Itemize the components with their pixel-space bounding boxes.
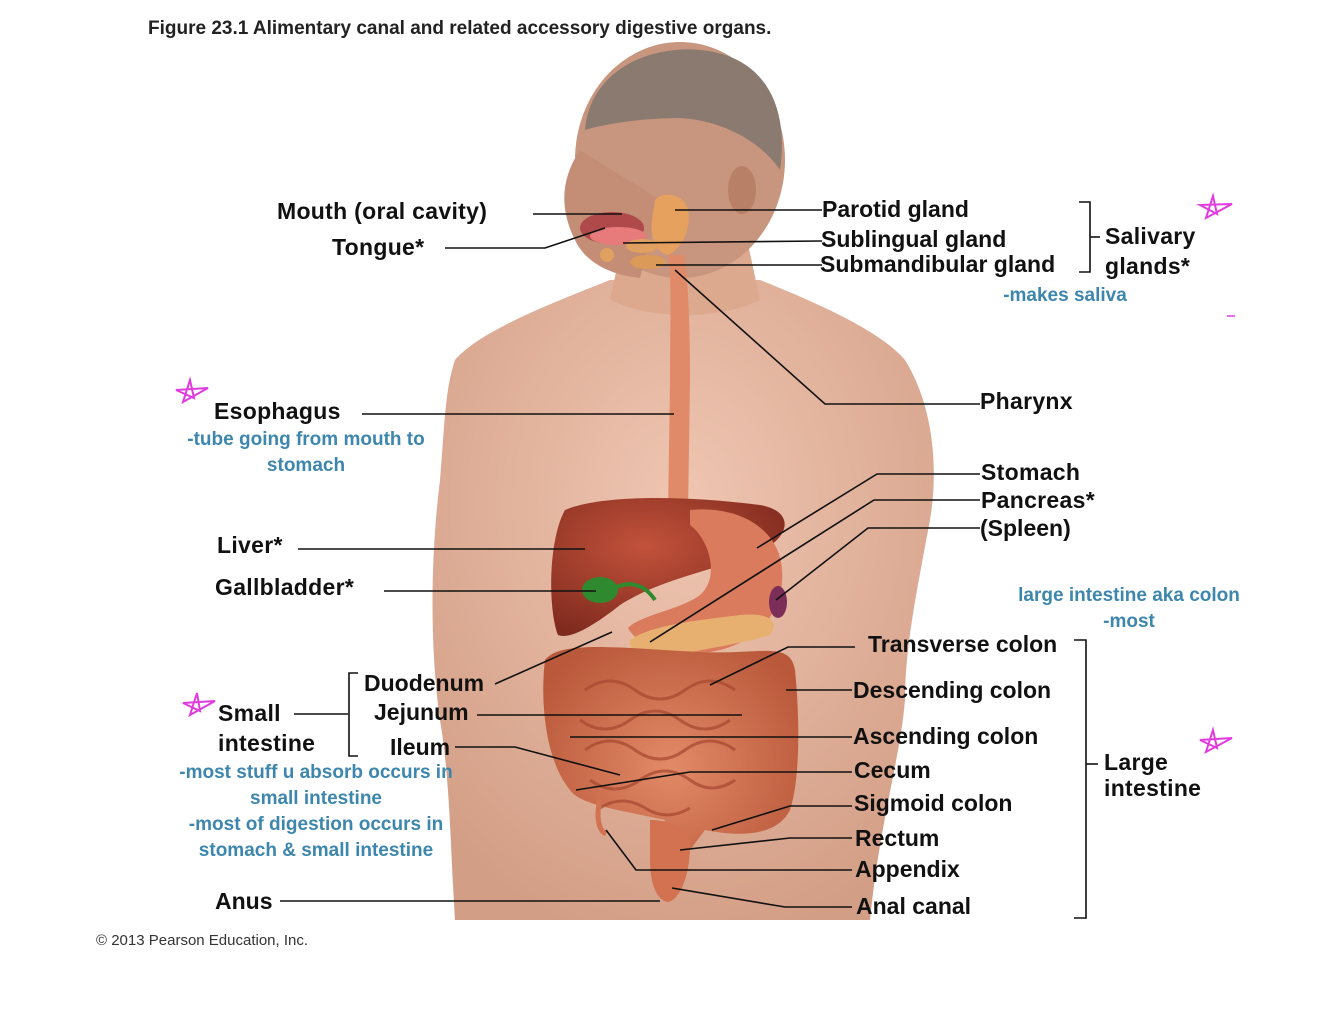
label-salivary-glands: glands* (1105, 253, 1191, 279)
submandibular-shape (630, 255, 666, 269)
label-ascending-colon: Ascending colon (853, 723, 1039, 749)
large-intestine-shape (543, 647, 799, 886)
label-stomach: Stomach (981, 459, 1081, 485)
star-esophagus (175, 376, 209, 405)
hair (585, 49, 782, 170)
label-ileum: Ileum (390, 734, 451, 760)
copyright: © 2013 Pearson Education, Inc. (96, 932, 309, 949)
label-sublingual: Sublingual gland (821, 226, 1007, 252)
esophagus-tube (668, 255, 690, 515)
annotation-stars (175, 192, 1233, 755)
label-cecum: Cecum (854, 757, 931, 783)
label-submandibular: Submandibular gland (820, 251, 1056, 277)
label-pancreas: Pancreas* (981, 487, 1095, 513)
note-small-intestine-3: -most of digestion occurs in (188, 814, 444, 835)
label-sigmoid-colon: Sigmoid colon (854, 790, 1013, 816)
note-large-intestine-1: large intestine aka colon (1018, 585, 1240, 606)
label-duodenum: Duodenum (364, 670, 485, 696)
label-mouth: Mouth (oral cavity) (277, 198, 488, 224)
note-large-intestine-2: -most (1103, 611, 1155, 632)
bile-duct (614, 582, 657, 602)
figure-title: Figure 23.1 Alimentary canal and related… (148, 18, 772, 39)
star-small-intestine (182, 692, 216, 718)
note-small-intestine-1: -most stuff u absorb occurs in (179, 762, 453, 783)
label-large: Large (1104, 749, 1169, 775)
label-anal-canal: Anal canal (856, 893, 972, 919)
label-salivary: Salivary (1105, 223, 1196, 249)
pancreas-shape (630, 614, 774, 662)
gland-small (600, 248, 614, 262)
label-appendix: Appendix (855, 856, 960, 882)
label-liver: Liver* (217, 532, 283, 558)
spleen-shape (769, 586, 787, 618)
label-spleen: (Spleen) (980, 515, 1071, 541)
star-salivary (1196, 192, 1233, 221)
label-large-intestine: intestine (1104, 775, 1202, 801)
sublingual-shape (626, 239, 658, 253)
note-esophagus-1: -tube going from mouth to (187, 429, 425, 450)
label-esophagus: Esophagus (214, 398, 341, 424)
note-makes-saliva: -makes saliva (1003, 285, 1127, 306)
tongue-shape (590, 227, 646, 245)
leader-lines (280, 201, 1100, 919)
note-esophagus-2: stomach (266, 455, 346, 476)
appendix-shape (595, 799, 608, 837)
small-intestine-coils (579, 679, 736, 817)
note-small-intestine-4: stomach & small intestine (198, 840, 434, 861)
gallbladder-shape (582, 577, 618, 603)
label-rectum: Rectum (855, 825, 940, 851)
label-jejunum: Jejunum (374, 699, 469, 725)
label-small-intestine: intestine (218, 730, 316, 756)
star-large-intestine (1199, 726, 1233, 755)
label-transverse-colon: Transverse colon (868, 631, 1058, 657)
label-anus: Anus (215, 888, 273, 914)
label-tongue: Tongue* (332, 234, 425, 260)
label-small: Small (218, 700, 281, 726)
label-pharynx: Pharynx (980, 388, 1073, 414)
label-parotid: Parotid gland (822, 196, 969, 222)
label-descending-colon: Descending colon (853, 677, 1052, 703)
note-small-intestine-2: small intestine (250, 788, 382, 809)
ear (728, 166, 756, 214)
label-gallbladder: Gallbladder* (215, 574, 355, 600)
rectum-shape (650, 820, 690, 902)
